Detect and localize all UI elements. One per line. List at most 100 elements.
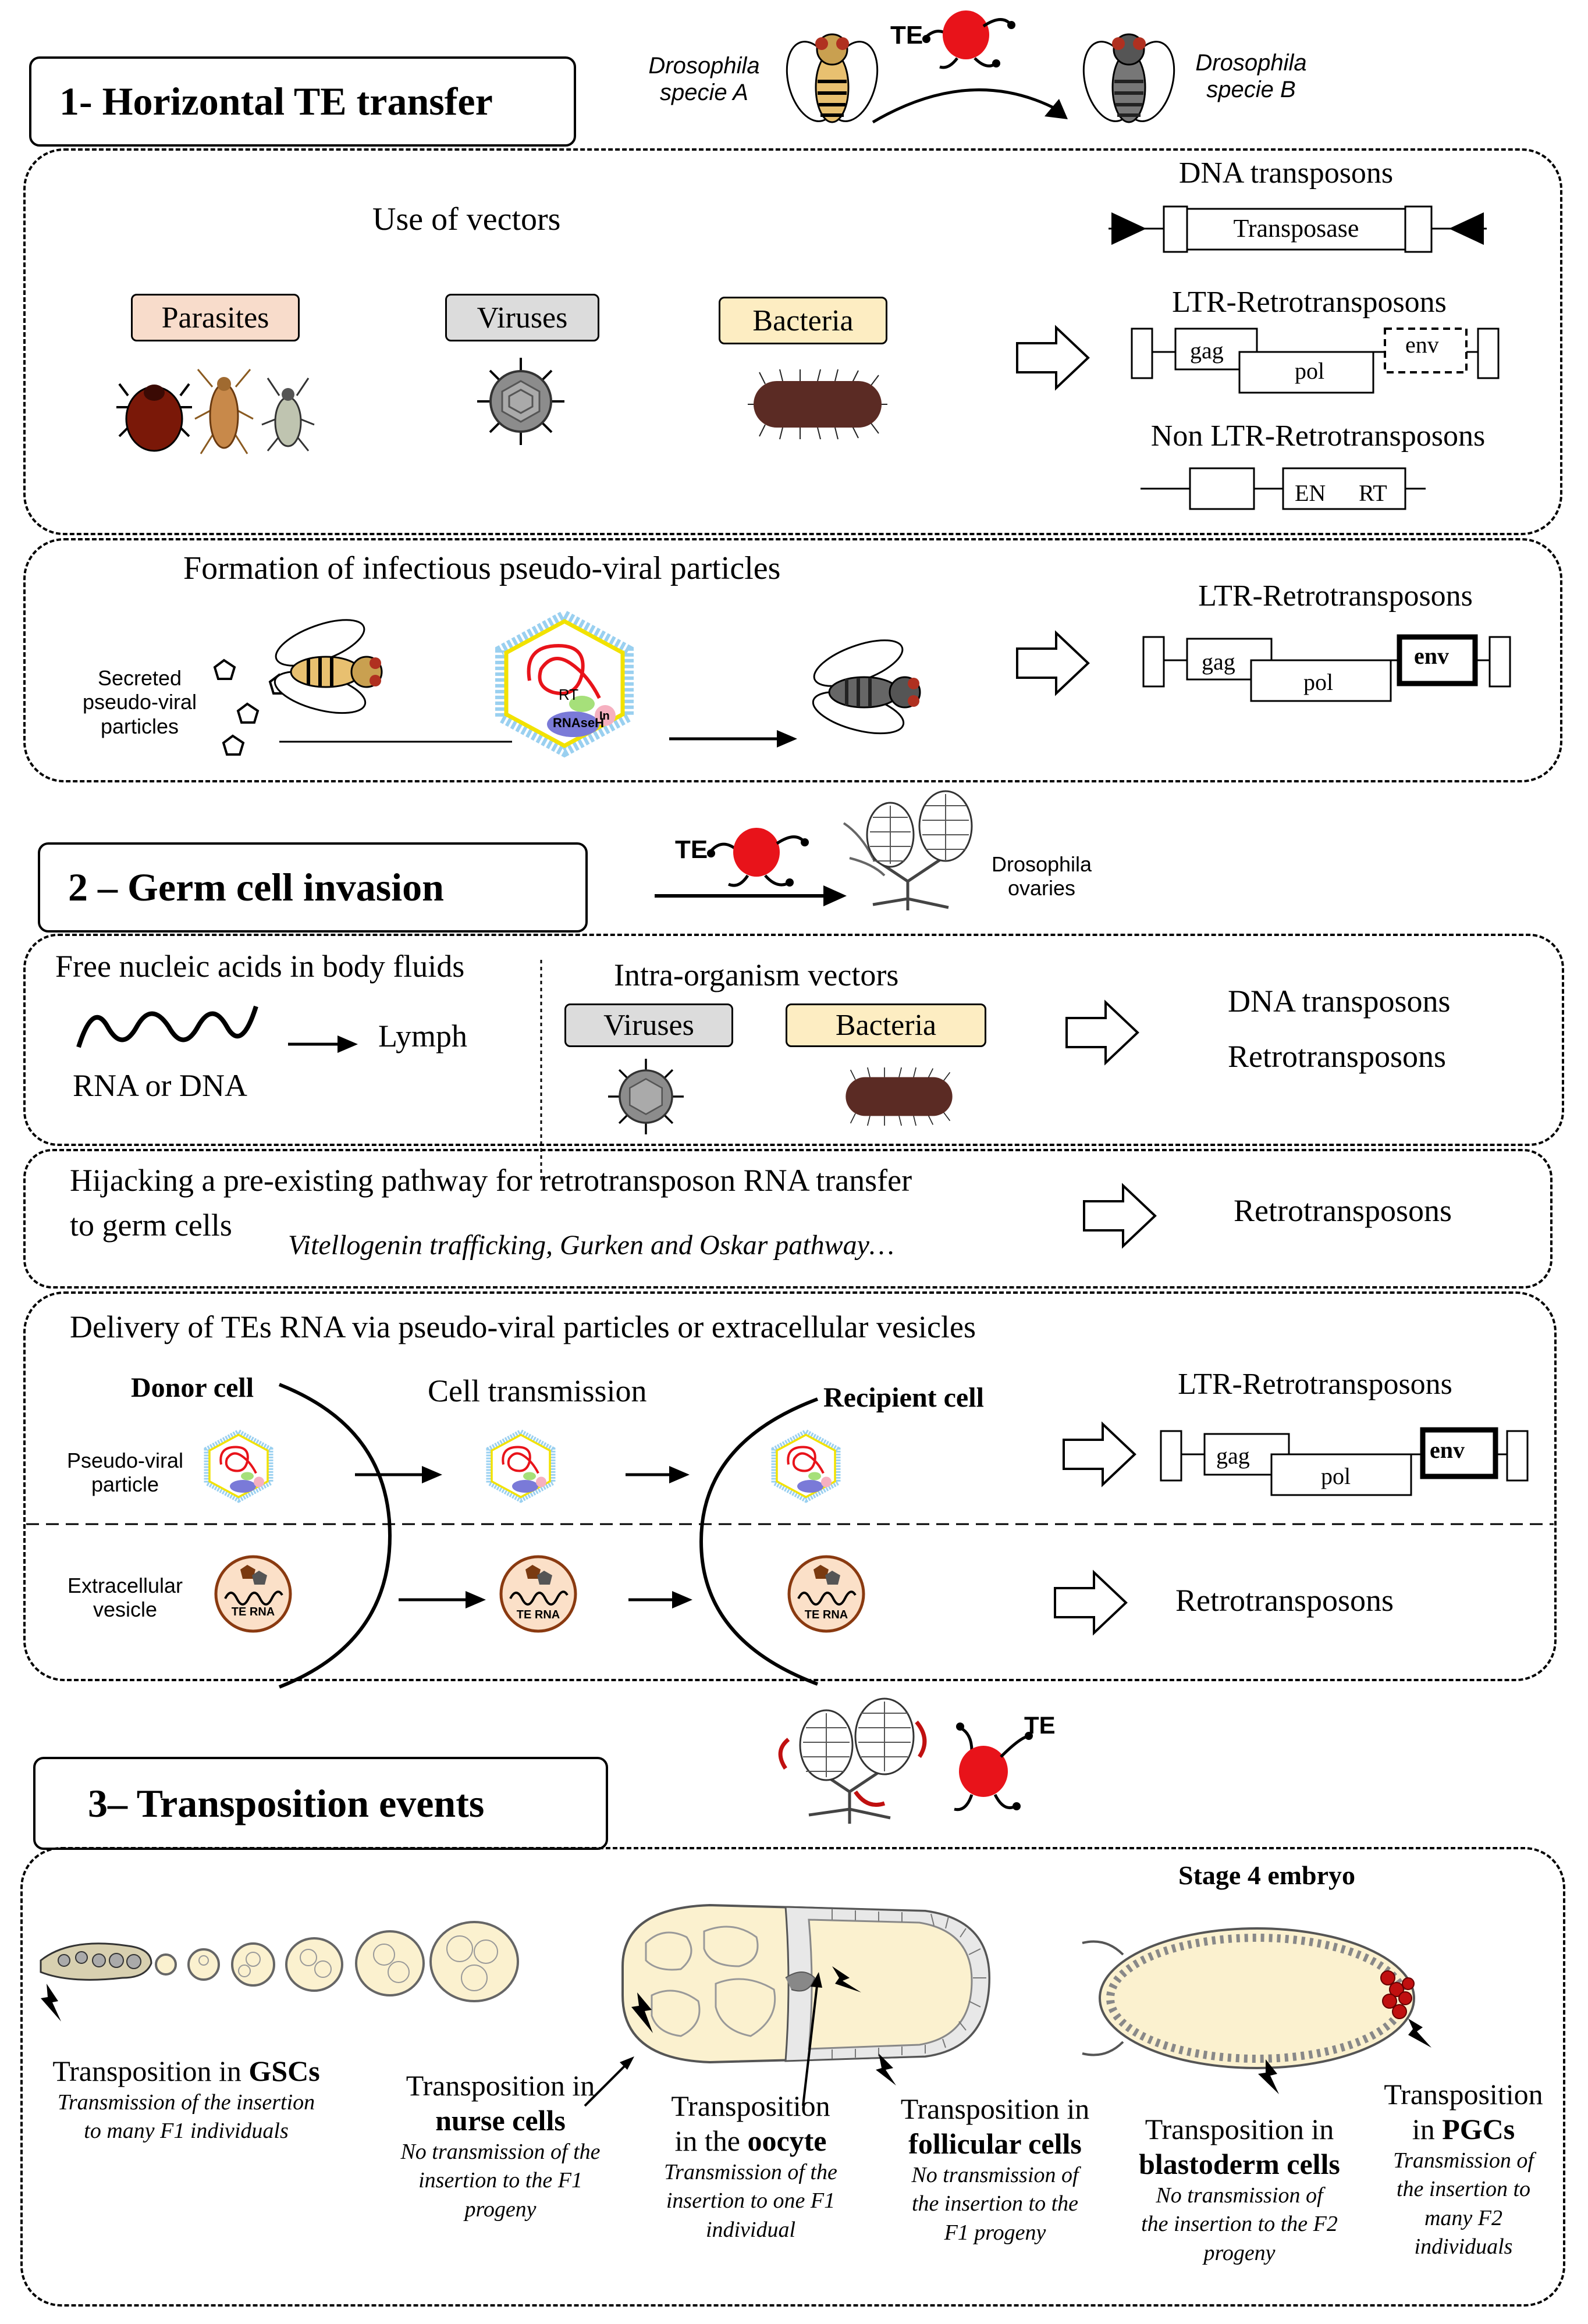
te-mascot-3-icon: TE [954,1711,1056,1811]
section-3-title: 3– Transposition events [33,1757,608,1850]
env-label-3: env [1430,1437,1465,1463]
dna-transposon-diagram [1109,205,1487,253]
pseudo-viral-title: Formation of infectious pseudo-viral par… [183,550,781,586]
fly-species-a-icon [786,33,879,123]
ovariole-drawing [40,1903,991,2107]
transposase-label: Transposase [1233,214,1359,243]
hijacking-line-2: to germ cells [70,1208,232,1243]
delivery-divider [26,1523,1554,1525]
pvp-transit-icon [486,1429,556,1503]
env-label-2: env [1414,643,1449,669]
caption-pgcs: Transposition in PGCs Transmission of th… [1384,2078,1543,2259]
free-na-title: Free nucleic acids in body fluids [55,949,465,984]
pvp-recipient-icon [771,1429,841,1503]
transfer-arrow [872,88,1068,124]
pseudo-viral-panel [23,538,1562,782]
species-a-label: Drosophila specie A [648,53,760,105]
intra-vectors-title: Intra-organism vectors [614,958,899,992]
te-label-3: TE [1024,1711,1056,1739]
ev-label: Extracellular vesicle [67,1574,183,1622]
te-label-2: TE [675,835,708,864]
caption-nurse-cells: Transposition in nurse cells No transmis… [400,2069,601,2222]
caption-blastoderm-cells: Transposition in blastoderm cells No tra… [1139,2113,1340,2265]
pol-label-3: pol [1321,1463,1351,1489]
recipient-cell-label: Recipient cell [823,1382,984,1413]
pol-label-2: pol [1303,669,1334,695]
transposition-panel [20,1847,1565,2307]
parasites-label: Parasites [131,294,300,341]
te-mascot-2-icon: TE [675,828,809,887]
ltr-retro-diagram-3 [1160,1427,1529,1496]
ev-transit-icon [499,1555,577,1633]
pvp-arrow-2 [626,1466,690,1483]
hijacking-panel [23,1149,1553,1289]
fly-recipient-icon [812,639,921,735]
fly-donor-icon [273,619,383,714]
ltr-retro-label-2: LTR-Retrotransposons [1198,579,1473,613]
bacteria-label-2: Bacteria [786,1003,986,1047]
secreted-label: Secreted pseudo-viral particles [82,666,197,738]
caption-gscs: Transposition in GSCs Transmission of th… [52,2055,320,2144]
open-arrow-3 [1065,999,1139,1066]
nucleic-acid-wave-icon [76,1005,258,1048]
pvp-label: Pseudo-viral particle [66,1449,184,1497]
cell-transmission-label: Cell transmission [428,1373,647,1408]
ovaries-icon [843,790,973,910]
env-label-1: env [1405,332,1439,358]
caption-oocyte: Transposition in the oocyte Transmission… [664,2090,837,2242]
tick-icon [116,383,192,452]
retrotransposons-label-3: Retrotransposons [1175,1583,1394,1618]
virus-icon [477,358,564,445]
arrow-to-recipient-fly [669,730,797,748]
recipient-membrane [699,1397,819,1686]
pseudo-viral-particle-icon [495,609,634,758]
delivery-title: Delivery of TEs RNA via pseudo-viral par… [70,1309,976,1344]
te-rna-label-2: TE RNA [516,1608,560,1621]
open-arrow-1 [1016,325,1090,391]
bacterium-icon-2 [845,1067,953,1126]
ev-recipient-icon [787,1555,865,1633]
rna-dna-label: RNA or DNA [73,1068,248,1103]
rt-mini-label: RT [559,686,579,703]
te-mascot-icon: TE [890,10,1015,69]
open-arrow-2 [1016,630,1090,696]
virus-icon-2 [608,1059,684,1134]
species-b-label: Drosophila specie B [1195,50,1307,102]
ltr-retro-label-3: LTR-Retrotransposons [1178,1368,1452,1401]
section-2-title: 2 – Germ cell invasion [38,842,588,933]
ev-donor-icon [214,1555,292,1633]
dashed-divider [540,960,542,1181]
hijacking-line-1: Hijacking a pre-existing pathway for ret… [70,1163,912,1198]
pvp-arrow-1 [355,1466,442,1483]
te-rna-label-1: TE RNA [231,1606,275,1618]
gag-label-3: gag [1216,1443,1250,1469]
aphid-icon [261,378,315,451]
ltr-retro-label-1: LTR-Retrotransposons [1172,286,1447,319]
donor-cell-label: Donor cell [131,1372,254,1403]
donor-membrane [278,1383,392,1689]
viruses-label: Viruses [445,294,599,341]
non-ltr-label: Non LTR-Retrotransposons [1150,419,1486,453]
ev-arrow-1 [399,1591,486,1608]
stage4-embryo-drawing [1082,1927,1431,2094]
arrow-to-lymph [288,1035,358,1053]
ovaries-te-icon [778,1697,927,1824]
viruses-label-2: Viruses [564,1003,733,1047]
open-arrow-6 [1054,1569,1128,1636]
rnaseh-mini-label: RNAseH [553,716,605,730]
hijacking-examples: Vitellogenin trafficking, Gurken and Osk… [288,1230,894,1261]
lymph-label: Lymph [378,1019,468,1054]
free-na-panel [23,934,1564,1146]
gag-label-1: gag [1190,337,1224,364]
vectors-title: Use of vectors [372,201,561,237]
retrotransposons-label-2: Retrotransposons [1234,1193,1452,1228]
te-rna-label-3: TE RNA [804,1608,848,1621]
fly-species-b-icon [1082,33,1175,123]
stage4-label: Stage 4 embryo [1178,1860,1356,1890]
open-arrow-5 [1063,1421,1136,1487]
bug-icon [194,369,254,454]
gag-label-2: gag [1202,649,1235,675]
delivery-panel [23,1291,1557,1681]
caption-follicular-cells: Transposition in follicular cells No tra… [900,2092,1090,2245]
ev-arrow-2 [628,1591,692,1608]
